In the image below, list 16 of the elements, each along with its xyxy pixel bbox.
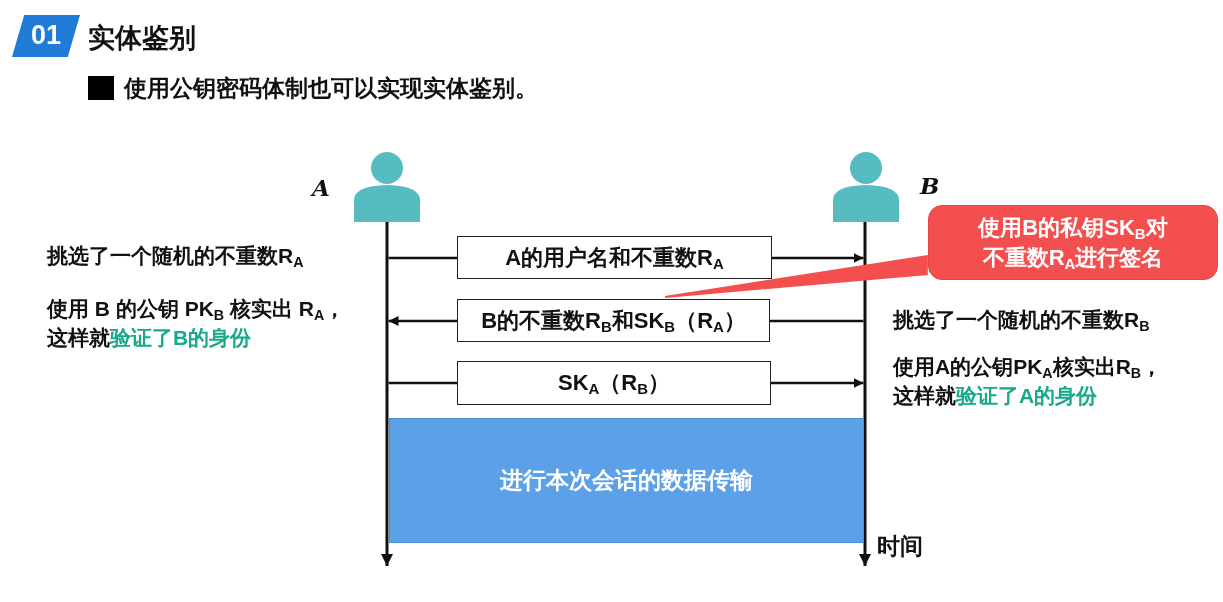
message-label: A的用户名和不重数R$_{A}$ bbox=[457, 236, 772, 279]
participant-label: A bbox=[312, 174, 330, 201]
number-badge: 01 bbox=[12, 15, 80, 57]
message-label: B的不重数R$_{B}$和SK$_{B}$（R$_{A}$） bbox=[457, 299, 770, 342]
note-text: 使用 B 的公钥 PK$_{B}$ 核实出 R$_{A}$，这样就验证了B的身份 bbox=[47, 296, 347, 352]
note-text: 使用A的公钥PK$_{A}$核实出R$_{B}$，这样就验证了A的身份 bbox=[893, 354, 1164, 410]
note-text: 挑选了一个随机的不重数R$_{A}$ bbox=[47, 243, 304, 271]
participant-label: B bbox=[920, 172, 940, 199]
section-title: 实体鉴别 bbox=[88, 22, 196, 55]
subtitle-text: 使用公钥密码体制也可以实现实体鉴别。 bbox=[124, 74, 538, 103]
callout-pointer bbox=[664, 255, 929, 298]
callout-bubble: 使用B的私钥SK$_{B}$对不重数R$_{A}$进行签名 bbox=[928, 205, 1218, 280]
note-text: 挑选了一个随机的不重数R$_{B}$ bbox=[893, 307, 1150, 335]
axis-label: 时间 bbox=[877, 532, 923, 561]
session-band: 进行本次会话的数据传输 bbox=[389, 418, 864, 543]
message-label: SK$_{A}$（R$_{B}$） bbox=[457, 361, 771, 405]
